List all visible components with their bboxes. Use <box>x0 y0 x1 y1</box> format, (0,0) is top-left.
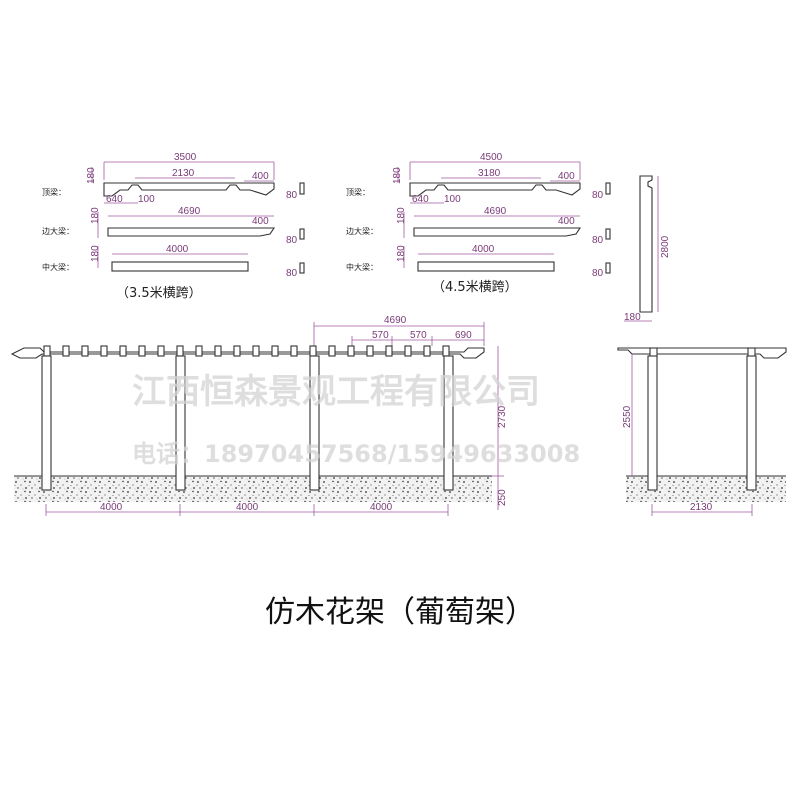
mid-beam-label: 中大梁： <box>42 262 74 272</box>
dim-top-inner-b: 3180 <box>478 168 501 179</box>
dim-edge-section-b: 80 <box>592 235 604 246</box>
dim-top-total-b: 4500 <box>480 152 503 163</box>
dim-bay-1: 4000 <box>100 502 123 513</box>
dim-top-section-b: 80 <box>592 190 604 201</box>
dim-column-height: 2800 <box>660 235 671 258</box>
dim-top-left-b: 640 <box>412 194 429 205</box>
top-beam-label: 顶梁： <box>42 188 66 197</box>
dim-mid-height-b: 180 <box>396 245 407 262</box>
span-a-caption: （3.5米横跨） <box>116 286 202 301</box>
side-post-2 <box>746 355 757 491</box>
dim-front-height: 2730 <box>497 405 508 428</box>
edge-beam-label: 边大梁： <box>42 226 74 236</box>
dim-top-gap: 100 <box>138 194 155 205</box>
mid-beam-shape-b <box>417 261 555 272</box>
front-elevation: 4690 570 570 690 <box>10 315 508 516</box>
dim-top-left: 640 <box>106 194 123 205</box>
edge-beam-shape-b <box>413 227 582 237</box>
mid-beam-section <box>299 262 305 274</box>
dim-front-top-total: 4690 <box>384 315 407 326</box>
column-shape <box>639 175 653 313</box>
dim-top-end-b: 400 <box>558 171 575 182</box>
dim-top-end: 400 <box>252 171 269 182</box>
side-elevation: 2550 2130 <box>617 347 787 516</box>
dim-front-spacing-b: 570 <box>410 330 427 341</box>
edge-beam-section <box>299 228 305 240</box>
dim-mid-section: 80 <box>286 268 298 279</box>
front-post-3 <box>309 355 320 491</box>
watermark-company: 江西恒森景观工程有限公司 <box>132 372 540 412</box>
edge-beam-shape <box>107 227 276 237</box>
dim-edge-end-b: 400 <box>558 216 575 227</box>
front-post-2 <box>175 355 186 491</box>
front-top-beam <box>10 347 485 359</box>
mid-beam-section-b <box>605 262 611 274</box>
dim-mid-total-b: 4000 <box>472 244 495 255</box>
dim-edge-total-b: 4690 <box>484 206 507 217</box>
dim-side-width: 2130 <box>690 502 713 513</box>
mid-beam-shape <box>111 261 249 272</box>
dim-top-section: 80 <box>286 190 298 201</box>
page-title: 仿木花架（葡萄架） <box>265 595 535 630</box>
edge-beam-section-b <box>605 228 611 240</box>
dim-bay-3: 4000 <box>370 502 393 513</box>
span-b-caption: （4.5米横跨） <box>432 280 518 295</box>
top-beam-label-b: 顶梁： <box>346 188 370 197</box>
edge-beam-label-b: 边大梁： <box>346 226 378 236</box>
dim-edge-section: 80 <box>286 235 298 246</box>
dim-top-inner: 2130 <box>172 168 195 179</box>
dim-front-end: 690 <box>455 330 472 341</box>
dim-edge-total: 4690 <box>178 206 201 217</box>
dim-top-total: 3500 <box>174 152 197 163</box>
dim-edge-height-b: 180 <box>396 207 407 224</box>
dim-top-height-b: 180 <box>392 167 403 184</box>
dim-top-height: 180 <box>86 167 97 184</box>
dim-edge-height: 180 <box>90 207 101 224</box>
side-top-beam <box>617 347 787 359</box>
top-beam-section <box>299 182 305 195</box>
column-detail: 2800 180 <box>624 175 671 323</box>
dim-front-spacing-a: 570 <box>372 330 389 341</box>
span-a-details: 顶梁： 3500 2130 400 180 640 100 80 边大梁： 46… <box>42 152 305 301</box>
dim-mid-total: 4000 <box>166 244 189 255</box>
mid-beam-label-b: 中大梁： <box>346 262 378 272</box>
dim-side-height: 2550 <box>622 405 633 428</box>
dim-top-gap-b: 100 <box>444 194 461 205</box>
side-post-1 <box>647 355 658 491</box>
watermark-phone: 电话：18970457568/15949633008 <box>132 440 580 468</box>
front-post-1 <box>41 355 52 491</box>
span-b-details: 顶梁： 4500 3180 400 180 640 100 80 边大梁： 46… <box>346 152 611 295</box>
dim-bay-2: 4000 <box>236 502 259 513</box>
front-cross-beam-ends <box>43 345 450 357</box>
top-beam-shape-b <box>409 182 581 197</box>
front-post-4 <box>443 355 454 491</box>
top-beam-section-b <box>605 182 611 195</box>
dim-mid-section-b: 80 <box>592 268 604 279</box>
dim-front-footing: 250 <box>497 489 508 506</box>
dim-mid-height: 180 <box>90 245 101 262</box>
dim-edge-end: 400 <box>252 216 269 227</box>
front-ground <box>14 476 492 502</box>
top-beam-shape <box>103 182 275 197</box>
dim-column-width: 180 <box>624 312 641 323</box>
